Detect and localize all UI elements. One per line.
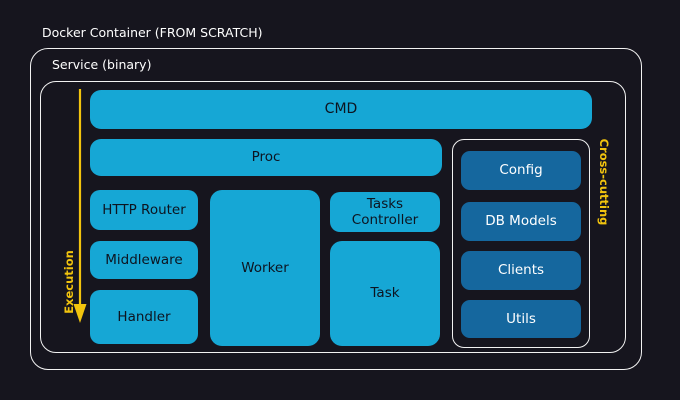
proc-box-label: Proc bbox=[251, 149, 281, 166]
execution-arrow-icon bbox=[73, 89, 87, 323]
http-router-box: HTTP Router bbox=[90, 190, 198, 230]
execution-axis-label: Execution bbox=[62, 250, 76, 314]
service-internals-container bbox=[40, 81, 626, 353]
db-models-box-label: DB Models bbox=[485, 213, 557, 230]
cross-cutting-container bbox=[452, 139, 590, 348]
worker-box-label: Worker bbox=[241, 259, 289, 276]
middleware-box-label: Middleware bbox=[105, 251, 183, 268]
config-box: Config bbox=[461, 151, 581, 190]
task-box: Task bbox=[330, 241, 440, 346]
diagram-title: Docker Container (FROM SCRATCH) bbox=[42, 25, 263, 40]
tasks-controller-box: Tasks Controller bbox=[330, 192, 440, 232]
handler-box-label: Handler bbox=[117, 308, 171, 325]
config-box-label: Config bbox=[499, 162, 543, 179]
task-box-label: Task bbox=[370, 285, 400, 302]
tasks-controller-box-label: Tasks Controller bbox=[351, 195, 419, 228]
utils-box: Utils bbox=[461, 300, 581, 338]
cmd-box: CMD bbox=[90, 90, 592, 129]
clients-box: Clients bbox=[461, 251, 581, 290]
db-models-box: DB Models bbox=[461, 202, 581, 241]
proc-box: Proc bbox=[90, 139, 442, 176]
service-binary-container bbox=[30, 48, 642, 370]
http-router-box-label: HTTP Router bbox=[102, 201, 186, 218]
service-binary-label: Service (binary) bbox=[52, 57, 152, 72]
cmd-box-label: CMD bbox=[324, 101, 358, 118]
utils-box-label: Utils bbox=[506, 310, 536, 327]
worker-box: Worker bbox=[210, 190, 320, 346]
handler-box: Handler bbox=[90, 290, 198, 344]
cross-cutting-axis-label: Cross-cutting bbox=[597, 138, 611, 226]
clients-box-label: Clients bbox=[497, 262, 545, 279]
middleware-box: Middleware bbox=[90, 241, 198, 279]
